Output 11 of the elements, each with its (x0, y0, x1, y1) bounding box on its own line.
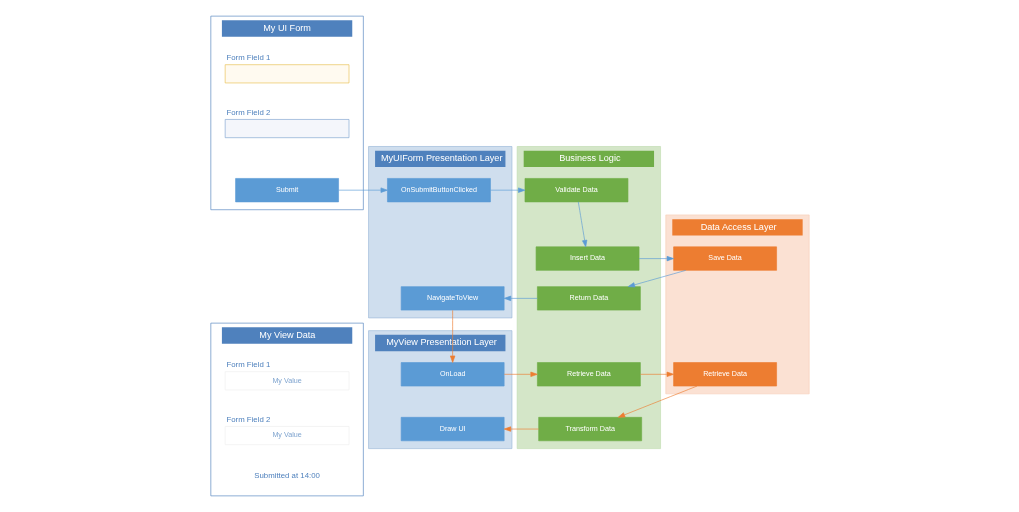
arrow (503, 426, 539, 432)
arrow (639, 371, 674, 377)
arrow (503, 295, 538, 301)
arrow (617, 385, 697, 418)
arrow (638, 256, 674, 262)
arrow (449, 310, 455, 363)
arrow (503, 371, 538, 377)
arrow (627, 270, 686, 288)
arrow (577, 201, 587, 248)
arrow (337, 187, 388, 193)
arrow (489, 187, 525, 193)
